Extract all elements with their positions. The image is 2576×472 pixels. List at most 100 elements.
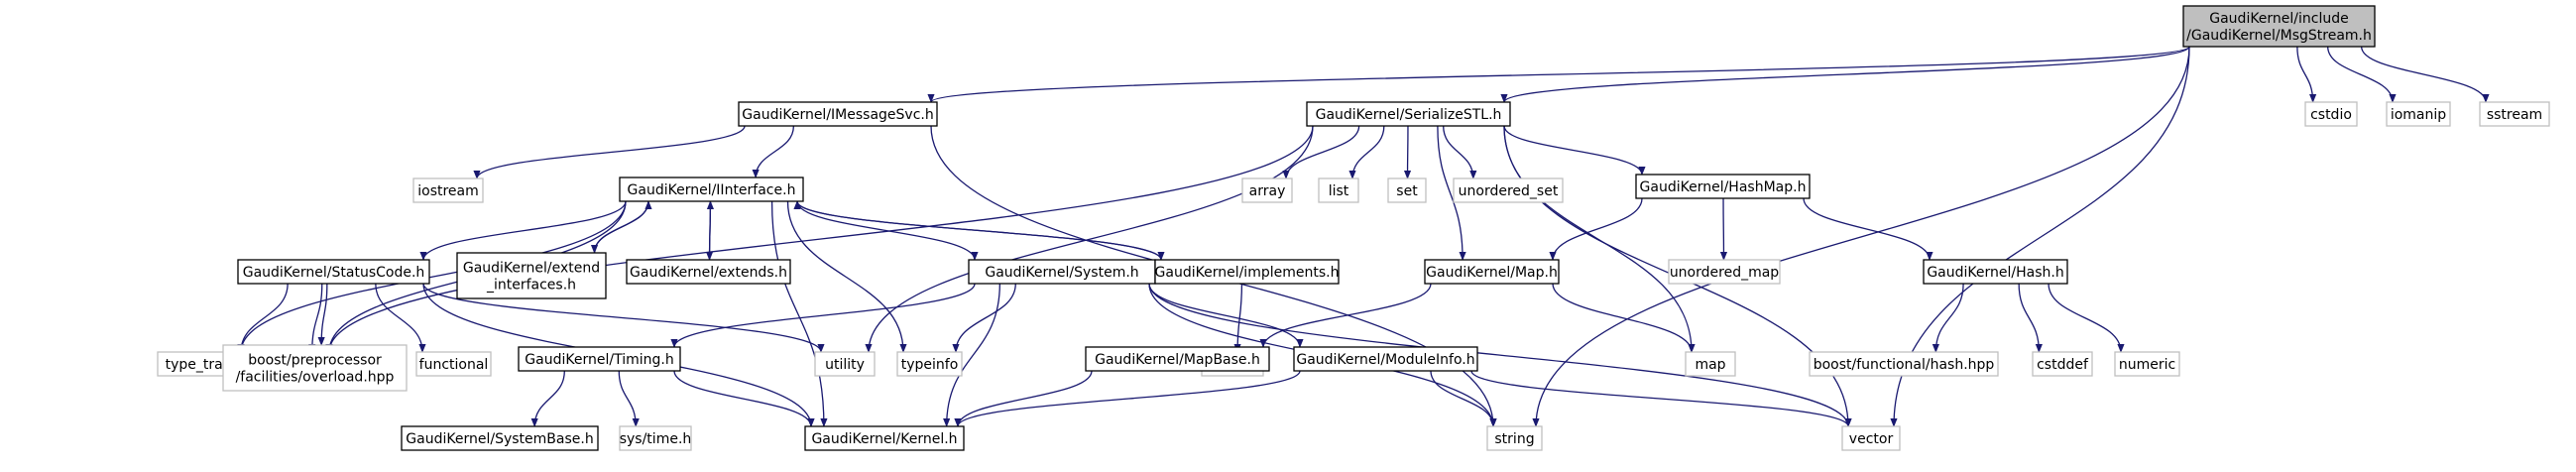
edge-line <box>317 283 328 346</box>
edge-mapH-to-map <box>1552 283 1696 353</box>
node-array: array <box>1241 177 1293 203</box>
node-box <box>456 252 607 299</box>
edge-line <box>706 200 715 261</box>
node-box <box>1424 259 1560 285</box>
node-label: numeric <box>2119 357 2175 373</box>
edge-iinterface-to-type_traits <box>237 200 627 353</box>
edge-line <box>237 200 627 353</box>
node-label: GaudiKernel/Kernel.h <box>811 431 957 447</box>
edge-line <box>593 200 652 254</box>
node-iostream: iostream <box>412 177 484 203</box>
node-box <box>222 344 408 392</box>
node-timing[interactable]: GaudiKernel/Timing.h <box>518 346 681 372</box>
node-label: unordered_map <box>1670 265 1779 281</box>
edge-moduleinfo-to-string <box>1430 370 1497 427</box>
node-box <box>237 259 430 285</box>
node-box <box>2182 5 2376 48</box>
edge-root-to-sstream <box>2360 46 2490 103</box>
node-box <box>1635 174 1811 199</box>
node-box <box>1923 259 2068 285</box>
edge-mapbase-to-kernel <box>954 370 1093 427</box>
edge-line <box>770 200 828 427</box>
node-box <box>814 351 876 377</box>
node-extends[interactable]: GaudiKernel/extends.h <box>626 259 791 285</box>
node-functional: functional <box>415 351 492 377</box>
edge-statuscode-to-utility <box>422 283 825 353</box>
node-label: GaudiKernel/System.h <box>985 265 1138 281</box>
edge-imessagesvc-to-iinterface <box>752 125 795 178</box>
node-label: sstream <box>2487 107 2542 123</box>
edge-root-to-iomanip <box>2327 46 2397 103</box>
node-hashH[interactable]: GaudiKernel/Hash.h <box>1923 259 2068 285</box>
node-moduleinfo[interactable]: GaudiKernel/ModuleInfo.h <box>1293 346 1478 372</box>
edge-timing-to-systime <box>618 370 640 427</box>
node-implements[interactable]: GaudiKernel/implements.h <box>1154 259 1340 285</box>
node-box <box>1387 177 1427 203</box>
node-serializestl[interactable]: GaudiKernel/SerializeSTL.h <box>1306 101 1511 127</box>
edge-line <box>1282 125 1360 179</box>
edge-line <box>786 200 907 353</box>
edge-iinterface-to-typeinfo <box>786 200 907 353</box>
edge-line <box>1148 283 1304 348</box>
edge-system-to-vector <box>1148 283 1852 427</box>
node-root[interactable]: GaudiKernel/include/GaudiKernel/MsgStrea… <box>2182 5 2376 48</box>
node-label: GaudiKernel/extend <box>463 261 600 277</box>
node-box <box>738 101 938 127</box>
node-label: map <box>1695 357 1725 373</box>
node-hashmap[interactable]: GaudiKernel/HashMap.h <box>1635 174 1811 199</box>
node-boostpp: boost/preprocessor/facilities/overload.h… <box>222 344 408 392</box>
edge-system-to-moduleinfo <box>1148 283 1304 348</box>
node-box <box>1841 425 1901 451</box>
edge-line <box>530 370 565 427</box>
edge-line <box>2360 46 2490 103</box>
node-label: GaudiKernel/ModuleInfo.h <box>1296 352 1474 368</box>
node-label: GaudiKernel/extends.h <box>630 265 787 281</box>
node-box <box>619 177 804 202</box>
node-kernel[interactable]: GaudiKernel/Kernel.h <box>804 425 965 451</box>
node-unordered-map: unordered_map <box>1668 259 1781 285</box>
edge-line <box>1443 125 1477 179</box>
node-label: /facilities/overload.hpp <box>236 370 395 386</box>
node-iinterface[interactable]: GaudiKernel/IInterface.h <box>619 177 804 202</box>
node-cstdio: cstdio <box>2304 101 2358 127</box>
node-box <box>2304 101 2358 127</box>
edge-hashmap-to-mapH <box>1549 197 1643 261</box>
node-typeinfo: typeinfo <box>896 351 963 377</box>
node-boosthash: boost/functional/hash.hpp <box>1809 351 1999 377</box>
edge-line <box>419 200 627 261</box>
node-box <box>1154 259 1340 285</box>
edge-line <box>796 200 979 261</box>
node-mapbase[interactable]: GaudiKernel/MapBase.h <box>1085 346 1270 372</box>
node-label: GaudiKernel/implements.h <box>1155 265 1340 281</box>
edge-line <box>673 370 815 427</box>
edge-line <box>752 125 795 178</box>
edge-line <box>375 283 426 353</box>
node-extend-interfaces[interactable]: GaudiKernel/extend_interfaces.h <box>456 252 607 299</box>
edge-line <box>1500 46 2190 103</box>
node-box <box>968 259 1156 285</box>
node-imessagesvc[interactable]: GaudiKernel/IMessageSvc.h <box>738 101 938 127</box>
node-mapH[interactable]: GaudiKernel/Map.h <box>1424 259 1560 285</box>
edge-system-to-timing <box>670 283 976 348</box>
edge-line <box>473 125 746 179</box>
node-cstddef: cstddef <box>2032 351 2093 377</box>
node-box <box>1685 351 1736 377</box>
node-statuscode[interactable]: GaudiKernel/StatusCode.h <box>237 259 430 285</box>
node-box <box>412 177 484 203</box>
node-box <box>1241 177 1293 203</box>
node-box <box>1809 351 1999 377</box>
node-box <box>896 351 963 377</box>
edge-statuscode-to-boostpp <box>317 283 328 346</box>
node-label: sys/time.h <box>620 431 692 447</box>
node-system[interactable]: GaudiKernel/System.h <box>968 259 1156 285</box>
edge-line <box>308 283 323 353</box>
node-sstream: sstream <box>2479 101 2550 127</box>
edge-line <box>670 283 976 348</box>
edge-line <box>1932 283 1964 353</box>
node-systembase[interactable]: GaudiKernel/SystemBase.h <box>401 425 599 451</box>
node-box <box>1668 259 1781 285</box>
node-string: string <box>1486 425 1543 451</box>
node-label: string <box>1494 431 1534 447</box>
edge-line <box>1532 46 2190 427</box>
